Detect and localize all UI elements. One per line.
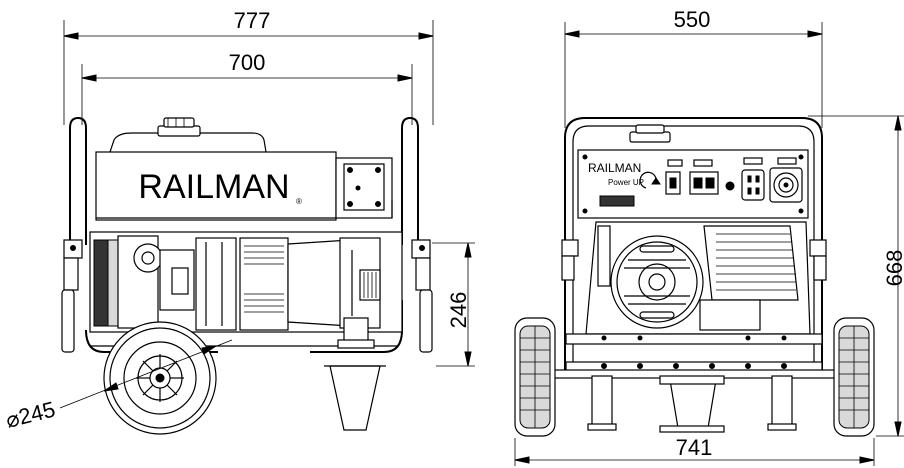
side-registered-mark: ® — [296, 197, 302, 206]
side-wheel — [103, 321, 217, 435]
front-view: 550 RAILMAN Power UP — [514, 7, 904, 466]
side-engine — [89, 231, 403, 349]
side-panel: RAILMAN ® — [95, 151, 393, 221]
front-wheel-left — [514, 317, 556, 437]
side-brand-logo: RAILMAN — [138, 168, 289, 206]
dimension-overall-width: 777 — [63, 8, 434, 125]
alternator-fins — [239, 237, 289, 331]
cylinder-fins — [703, 225, 799, 301]
front-frame — [564, 117, 823, 372]
dimension-handle-height: 246 — [432, 242, 475, 367]
front-engine — [585, 221, 811, 335]
dim-overall-width-label: 777 — [234, 8, 271, 33]
dim-wheel-diameter-label: ⌀245 — [3, 397, 58, 433]
front-wheel-right — [833, 317, 875, 437]
dimension-front-frame-width: 550 — [564, 7, 823, 128]
power-up-label: Power UP — [608, 178, 644, 187]
dim-front-frame-width-label: 550 — [674, 7, 711, 32]
dim-handle-height-label: 246 — [446, 292, 471, 329]
fuel-tank — [109, 117, 267, 153]
side-support-foot — [329, 365, 381, 431]
dim-wheel-track-label: 741 — [676, 435, 713, 460]
dimension-overall-height: 668 — [808, 115, 904, 437]
front-control-panel: RAILMAN Power UP — [577, 149, 809, 219]
dimension-wheel-track: 741 — [514, 435, 875, 466]
front-base — [565, 333, 823, 373]
dim-frame-width-label: 700 — [229, 50, 266, 75]
dimension-frame-width: 700 — [81, 50, 413, 125]
front-center-foot — [669, 379, 717, 429]
side-view: 777 700 — [3, 8, 475, 435]
dim-overall-height-label: 668 — [882, 250, 904, 287]
front-brand-logo: RAILMAN — [588, 161, 641, 175]
